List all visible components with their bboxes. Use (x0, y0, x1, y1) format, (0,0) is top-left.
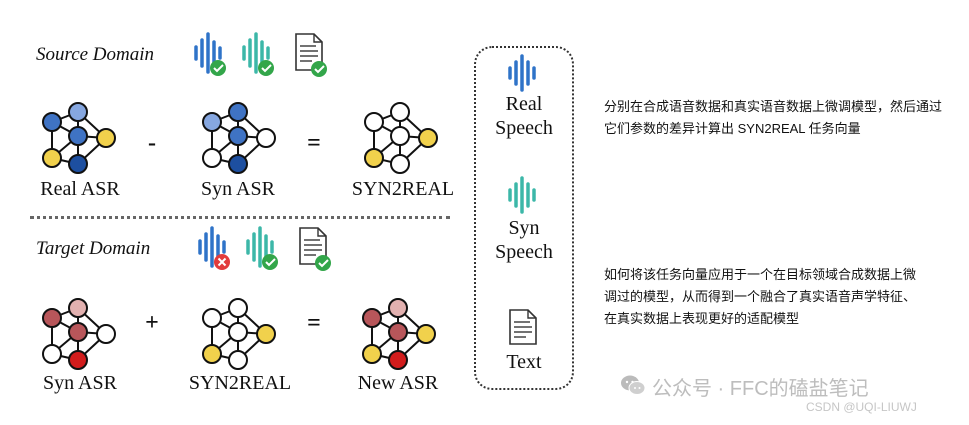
target-domain-title: Target Domain (36, 238, 151, 259)
text-document-icon (294, 32, 330, 78)
real-asr-network-icon (40, 100, 120, 180)
note-bottom: 如何将该任务向量应用于一个在目标领域合成数据上微调过的模型，从而得到一个融合了真… (604, 267, 917, 326)
real-speech-waveform-icon (196, 226, 232, 272)
syn-speech-legend-label: Syn Speech (495, 217, 553, 263)
target-syn-asr-label: Syn ASR (43, 372, 117, 394)
syn-asr-label: Syn ASR (201, 178, 275, 200)
note-top: 分别在合成语音数据和真实语音数据上微调模型，然后通过它们参数的差异计算出 SYN… (604, 99, 943, 136)
real-speech-waveform-icon (192, 32, 228, 78)
syn-asr-network-icon (40, 296, 120, 376)
equals-operator: = (307, 130, 321, 156)
syn-speech-waveform-icon (240, 32, 276, 78)
text-document-icon (298, 226, 334, 272)
legend-box (474, 46, 574, 390)
new-asr-network-icon (360, 296, 440, 376)
equals-operator: = (307, 310, 321, 336)
minus-operator: - (148, 130, 156, 156)
real-asr-label: Real ASR (40, 178, 120, 200)
source-domain-title: Source Domain (36, 44, 155, 65)
syn2real-network-icon (200, 296, 280, 376)
text-legend-label: Text (506, 351, 542, 373)
domain-divider (30, 216, 450, 219)
target-syn2real-label: SYN2REAL (188, 372, 292, 394)
new-asr-label: New ASR (357, 372, 439, 394)
real-speech-legend-icon (506, 54, 542, 92)
watermark-main: 公众号 · FFC的磕盐笔记 (652, 378, 869, 400)
watermark-sub: CSDN @UQI-LIUWJ (806, 400, 917, 414)
syn2real-label: SYN2REAL (351, 178, 455, 200)
syn-speech-waveform-icon (244, 226, 280, 272)
text-legend-icon (508, 308, 538, 346)
syn-asr-network-icon (200, 100, 280, 180)
syn-speech-legend-icon (506, 176, 542, 214)
wechat-icon (620, 372, 646, 398)
syn2real-network-icon (362, 100, 442, 180)
real-speech-legend-label: Real Speech (495, 93, 553, 139)
plus-operator: + (145, 310, 159, 336)
